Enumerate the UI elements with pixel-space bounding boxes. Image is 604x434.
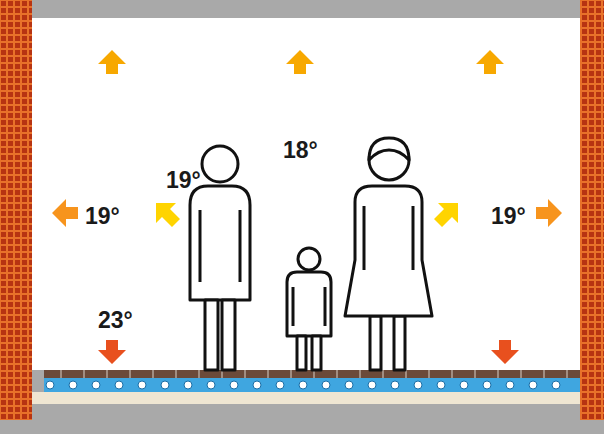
temperature-label: 19° (85, 205, 120, 228)
temperature-label: 19° (491, 205, 526, 228)
heating-pipe (322, 381, 330, 389)
floor-arrows (98, 340, 519, 364)
floor-joint (199, 370, 200, 378)
floor-joint (268, 370, 269, 378)
heating-pipe (230, 381, 238, 389)
floor-joint (245, 370, 246, 378)
heating-pipe (345, 381, 353, 389)
heating-pipes (46, 370, 567, 389)
heating-pipe (184, 381, 192, 389)
heating-pipe (299, 381, 307, 389)
heating-pipe (276, 381, 284, 389)
heating-pipe (391, 381, 399, 389)
heating-pipe (207, 381, 215, 389)
floor-joint (61, 370, 62, 378)
floor-joint (84, 370, 85, 378)
heating-pipe (69, 381, 77, 389)
floor-joint (360, 370, 361, 378)
floor-joint (452, 370, 453, 378)
heating-pipe (368, 381, 376, 389)
floor-joint (176, 370, 177, 378)
floor-joint (567, 370, 568, 378)
side-arrows (52, 199, 562, 227)
temperature-label: 19° (166, 169, 201, 192)
floor-joint (544, 370, 545, 378)
heating-pipe (506, 381, 514, 389)
floor-joint (337, 370, 338, 378)
heating-pipe (115, 381, 123, 389)
floor-joint (475, 370, 476, 378)
screed-layer (44, 378, 580, 392)
floor-joint (498, 370, 499, 378)
floor-joint (291, 370, 292, 378)
right-wall (580, 0, 604, 420)
floor-joint (383, 370, 384, 378)
floor-joint (429, 370, 430, 378)
heating-pipe (552, 381, 560, 389)
floor-joint (521, 370, 522, 378)
heating-pipe (483, 381, 491, 389)
temperature-label: 18° (283, 139, 318, 162)
heating-pipe (138, 381, 146, 389)
insulation (32, 392, 580, 404)
heating-pipe (414, 381, 422, 389)
floor-joint (107, 370, 108, 378)
left-wall (0, 0, 32, 420)
heating-pipe (460, 381, 468, 389)
heating-pipe (253, 381, 261, 389)
heating-pipe (46, 381, 54, 389)
heating-pipe (529, 381, 537, 389)
heating-pipe (437, 381, 445, 389)
heat-arrows (98, 50, 504, 74)
floor-joint (153, 370, 154, 378)
room (32, 18, 580, 370)
temperature-label: 23° (98, 309, 133, 332)
floor-joint (130, 370, 131, 378)
heating-pipe (92, 381, 100, 389)
people (190, 138, 432, 370)
heating-pipe (161, 381, 169, 389)
